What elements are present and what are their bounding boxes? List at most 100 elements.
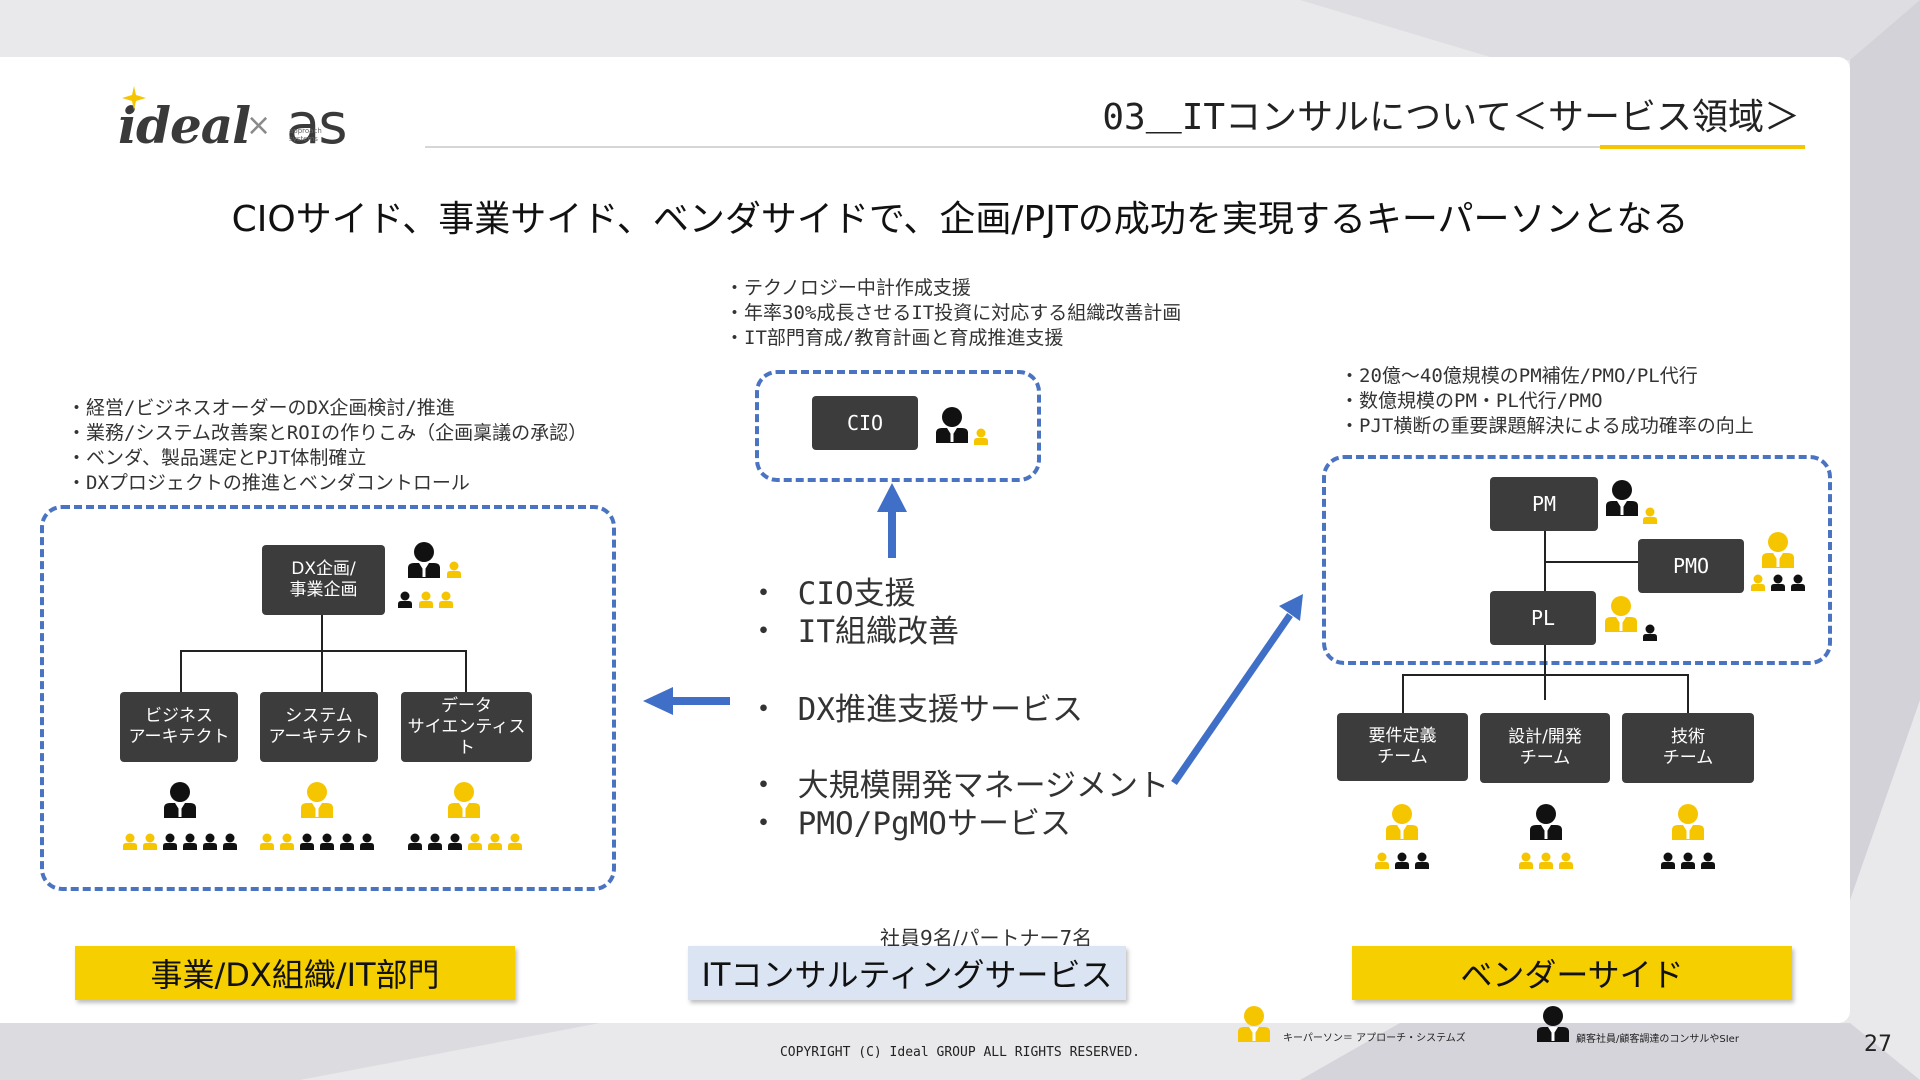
- center-bullet: ・IT部門育成/教育計画と育成推進支援: [725, 327, 1064, 349]
- keyperson-small-icon: [1519, 852, 1533, 869]
- keyperson-small-icon: [419, 591, 433, 608]
- client-small-icon: [1661, 852, 1675, 869]
- service-cio-support: ・ CIO支援: [748, 576, 916, 612]
- connector: [465, 650, 467, 692]
- label-it-consulting: ITコンサルティングサービス: [688, 946, 1126, 1000]
- connector: [1402, 674, 1404, 714]
- left-bullet: ・DXプロジェクトの推進とベンダコントロール: [67, 472, 470, 494]
- keyperson-small-icon: [439, 591, 453, 608]
- right-bullet: ・PJT横断の重要課題解決による成功確率の向上: [1340, 415, 1754, 437]
- keyperson-icon: [301, 782, 333, 818]
- client-small-icon: [448, 833, 462, 850]
- keyperson-small-icon: [468, 833, 482, 850]
- keyperson-small-icon: [260, 833, 274, 850]
- client-small-icon: [1681, 852, 1695, 869]
- node-system-architect: システム アーキテクト: [260, 692, 378, 762]
- client-person-icon: [1606, 480, 1638, 516]
- node-pm: PM: [1490, 477, 1598, 531]
- connector: [321, 650, 323, 692]
- connector: [321, 614, 323, 656]
- connector: [180, 650, 182, 692]
- center-bullet-list: ・テクノロジー中計作成支援 ・年率30%成長させるIT投資に対応する組織改善計画…: [725, 276, 1181, 351]
- client-small-icon: [1395, 852, 1409, 869]
- connector: [180, 650, 466, 652]
- center-bullet: ・テクノロジー中計作成支援: [725, 277, 971, 299]
- client-small-icon: [1643, 624, 1657, 641]
- legend-client-text: 顧客社員/顧客調達のコンサルやSIer: [1576, 1034, 1739, 1045]
- keyperson-icon: [1672, 804, 1704, 840]
- left-bullet: ・業務/システム改善案とROIの作りこみ（企画稟議の承認）: [67, 422, 588, 444]
- right-org-frame: [1322, 455, 1832, 665]
- legend-client-icon: [1537, 1006, 1569, 1042]
- client-small-icon: [300, 833, 314, 850]
- left-org-frame: [40, 505, 616, 891]
- legend-keyperson-text: キーパーソン＝ アプローチ・システムズ: [1283, 1033, 1466, 1044]
- service-large-dev: ・ 大規模開発マネージメント: [748, 768, 1170, 804]
- client-small-icon: [408, 833, 422, 850]
- label-business-dx-it: 事業/DX組織/IT部門: [75, 946, 515, 1000]
- client-small-icon: [203, 833, 217, 850]
- keyperson-small-icon: [1539, 852, 1553, 869]
- right-bullet-list: ・20億～40億規模のPM補佐/PMO/PL代行 ・数億規模のPM・PL代行/P…: [1340, 364, 1754, 439]
- cio-frame: [755, 370, 1041, 482]
- node-cio: CIO: [812, 396, 918, 450]
- keyperson-small-icon: [1643, 507, 1657, 524]
- keyperson-icon: [1762, 532, 1794, 568]
- node-pmo: PMO: [1638, 539, 1744, 593]
- header-accent-bar: [1600, 145, 1805, 149]
- headline: CIOサイド、事業サイド、ベンダサイドで、企画/PJTの成功を実現するキーパーソ…: [231, 199, 1689, 240]
- star-icon: [122, 86, 146, 110]
- slide-card: [0, 57, 1850, 1023]
- client-small-icon: [320, 833, 334, 850]
- client-person-icon: [1530, 804, 1562, 840]
- approach-systems-logo: as: [286, 92, 347, 157]
- connector: [1544, 561, 1640, 563]
- right-bullet: ・20億～40億規模のPM補佐/PMO/PL代行: [1340, 365, 1698, 387]
- client-small-icon: [1791, 574, 1805, 591]
- keyperson-icon: [448, 782, 480, 818]
- node-data-scientist: データ サイエンティス ト: [401, 692, 532, 762]
- client-small-icon: [398, 591, 412, 608]
- keyperson-small-icon: [1751, 574, 1765, 591]
- node-business-architect: ビジネス アーキテクト: [120, 692, 238, 762]
- node-tech-team: 技術 チーム: [1622, 713, 1754, 783]
- client-small-icon: [1415, 852, 1429, 869]
- arrow-up-icon: [877, 483, 907, 558]
- keyperson-small-icon: [280, 833, 294, 850]
- left-bullet-list: ・経営/ビジネスオーダーのDX企画検討/推進 ・業務/システム改善案とROIの作…: [67, 396, 587, 496]
- keyperson-small-icon: [974, 428, 988, 445]
- service-dx: ・ DX推進支援サービス: [748, 692, 1083, 728]
- keyperson-icon: [1386, 804, 1418, 840]
- client-person-icon: [408, 542, 440, 578]
- keyperson-small-icon: [1559, 852, 1573, 869]
- node-requirements-team: 要件定義 チーム: [1337, 713, 1468, 781]
- connector: [1687, 674, 1689, 714]
- page-title: 03＿ITコンサルについて＜サービス領域＞: [1102, 97, 1800, 138]
- left-bullet: ・ベンダ、製品選定とPJT体制確立: [67, 447, 367, 469]
- service-pmo: ・ PMO/PgMOサービス: [748, 806, 1071, 842]
- client-small-icon: [360, 833, 374, 850]
- client-small-icon: [163, 833, 177, 850]
- copyright: COPYRIGHT (C) Ideal GROUP ALL RIGHTS RES…: [779, 1045, 1141, 1060]
- label-vendor-side: ベンダーサイド: [1352, 946, 1792, 1000]
- legend-keyperson-icon: [1238, 1006, 1270, 1042]
- keyperson-small-icon: [123, 833, 137, 850]
- keyperson-small-icon: [508, 833, 522, 850]
- keyperson-icon: [1605, 596, 1637, 632]
- client-small-icon: [183, 833, 197, 850]
- right-bullet: ・数億規模のPM・PL代行/PMO: [1340, 390, 1603, 412]
- approach-systems-subtitle: approach systems: [289, 127, 322, 143]
- service-it-org: ・ IT組織改善: [748, 614, 959, 650]
- connector: [1402, 674, 1688, 676]
- client-small-icon: [223, 833, 237, 850]
- center-bullet: ・年率30%成長させるIT投資に対応する組織改善計画: [725, 302, 1182, 324]
- keyperson-small-icon: [143, 833, 157, 850]
- connector: [1544, 640, 1546, 700]
- ideal-logo: ideal: [118, 96, 251, 155]
- node-dx-planning: DX企画/ 事業企画: [262, 545, 385, 615]
- client-person-icon: [164, 782, 196, 818]
- keyperson-small-icon: [488, 833, 502, 850]
- client-small-icon: [1771, 574, 1785, 591]
